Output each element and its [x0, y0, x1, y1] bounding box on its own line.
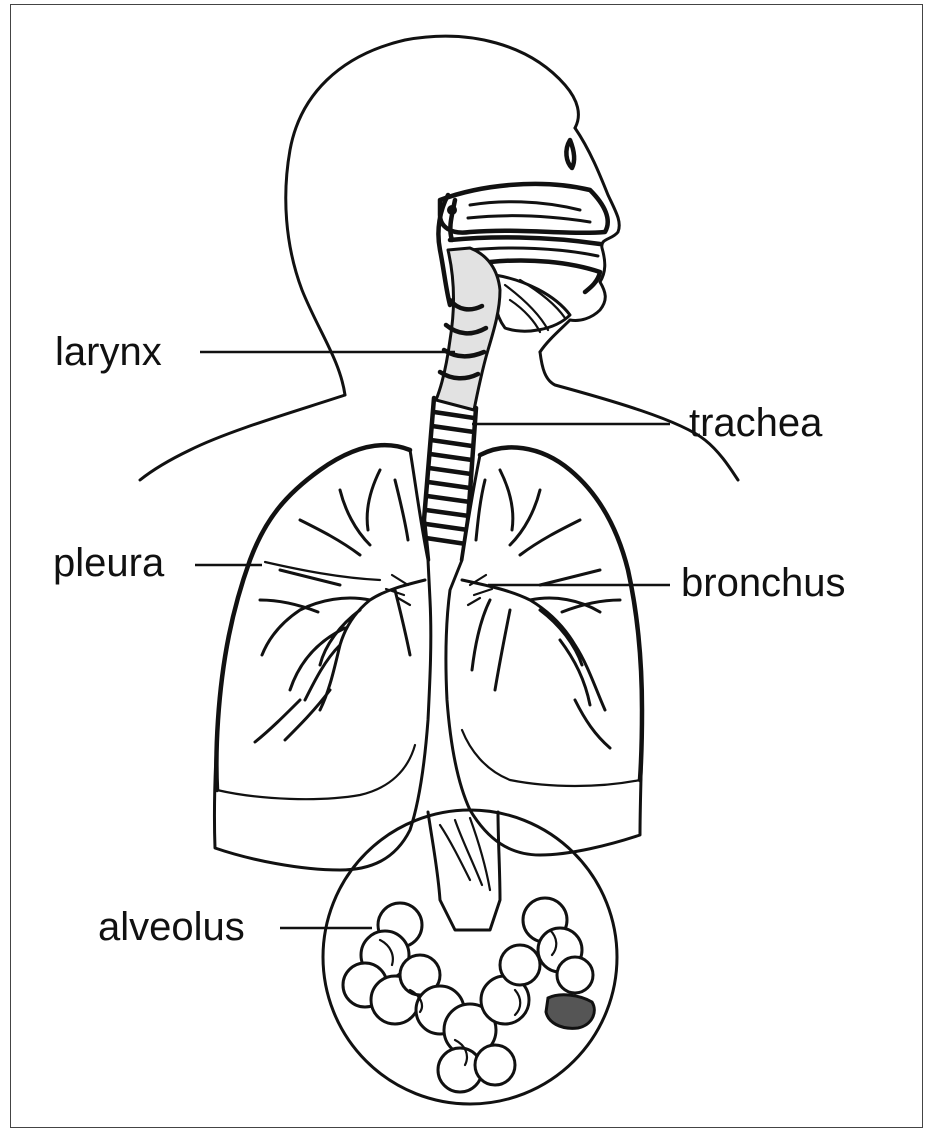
bronchus-label: bronchus [681, 563, 846, 603]
alveolus-inset [323, 810, 617, 1104]
left-lung [214, 445, 430, 870]
alveolus-label: alveolus [98, 907, 245, 947]
right-lung [446, 447, 642, 855]
larynx-label: larynx [55, 332, 162, 372]
pleura-label: pleura [53, 543, 164, 583]
trachea-label: trachea [689, 403, 822, 443]
